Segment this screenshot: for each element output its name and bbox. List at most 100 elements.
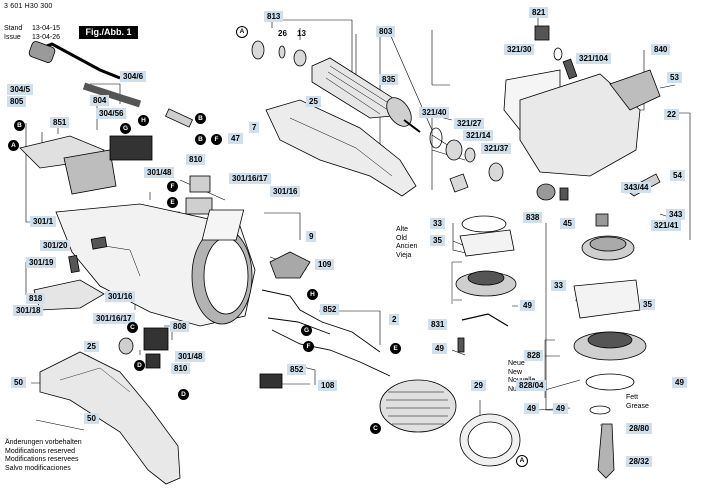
part-label: 54: [670, 170, 685, 181]
part-label: 304/56: [96, 108, 127, 119]
variant-old-line: Vieja: [396, 251, 412, 259]
callout-marker: D: [178, 389, 189, 400]
part-label: 28/32: [626, 456, 653, 467]
part-label: 26: [278, 29, 287, 38]
brush-holder-small-part: [145, 353, 161, 369]
part-label: 49: [432, 343, 447, 354]
part-label: 804: [90, 95, 110, 106]
callout-marker: E: [167, 197, 178, 208]
spindle-lock-part: [609, 69, 661, 111]
callout-marker: A: [8, 140, 19, 151]
part-label: 852: [287, 364, 307, 375]
variant-old-line: Ancien: [396, 243, 418, 250]
seal-part: [553, 47, 563, 61]
variant-new-line: New: [508, 368, 523, 376]
part-label: 109: [315, 259, 335, 270]
part-label: 828: [524, 350, 544, 361]
part-label: 343/44: [621, 182, 652, 193]
part-label: 321/41: [651, 220, 682, 231]
cover-109-part: [269, 251, 311, 279]
bearing-part: [251, 40, 265, 60]
document-number: 3 601 H30 300: [4, 3, 53, 10]
part-label: 321/104: [576, 53, 611, 64]
part-label: 49: [553, 403, 568, 414]
part-label: 835: [379, 74, 399, 85]
part-label: 840: [651, 44, 671, 55]
part-label: 321/40: [419, 107, 450, 118]
seal-ring-new-part: [585, 373, 635, 391]
gear-part: [536, 183, 556, 201]
callout-marker: H: [307, 289, 318, 300]
screw-part: [562, 58, 578, 80]
part-label: 301/16/17: [229, 173, 271, 184]
ring-old-part: [461, 215, 507, 233]
spring-old-part: [461, 313, 509, 327]
brush-part: [201, 209, 245, 241]
part-label: 50: [11, 377, 26, 388]
washer-part: [589, 405, 611, 415]
grease-line: Fett: [626, 394, 639, 401]
part-label: 47: [228, 133, 243, 144]
part-label: 301/19: [26, 257, 57, 268]
gear-head-part: [519, 73, 641, 177]
screw-49-part: [457, 337, 465, 353]
part-label: 301/20: [40, 240, 71, 251]
callout-marker: F: [303, 341, 314, 352]
variant-old-line: Alte: [396, 226, 409, 233]
part-label: 33: [430, 218, 445, 229]
bearing-part: [464, 147, 476, 163]
callout-marker: A: [516, 455, 528, 467]
part-label: 53: [667, 72, 682, 83]
part-label: 818: [26, 293, 46, 304]
callout-marker: E: [390, 343, 401, 354]
part-label: 35: [640, 299, 655, 310]
variant-old-line: Old: [396, 234, 407, 242]
part-label: 22: [664, 109, 679, 120]
power-cord-part: [28, 41, 194, 128]
callout-marker: C: [370, 423, 381, 434]
part-label: 45: [560, 218, 575, 229]
issue-date: 13-04-26: [32, 34, 61, 41]
spindle-part: [597, 423, 615, 479]
part-label: 301/16/17: [93, 313, 135, 324]
part-label: 301/16: [270, 186, 301, 197]
part-label: 810: [186, 154, 206, 165]
callout-marker: D: [134, 360, 145, 371]
disclaimer-line: Salvo modificaciones: [5, 464, 71, 472]
part-label: 808: [170, 321, 190, 332]
bearing-part: [445, 139, 463, 161]
callout-marker: B: [14, 120, 25, 131]
part-label: 301/16: [105, 291, 136, 302]
grease-line: Grease: [626, 402, 649, 410]
handle-part: [39, 351, 181, 485]
callout-marker: G: [301, 325, 312, 336]
part-label: 49: [520, 300, 535, 311]
part-label: 28/80: [626, 423, 653, 434]
callout-marker: F: [167, 181, 178, 192]
ring-part: [429, 127, 443, 149]
part-label: 49: [524, 403, 539, 414]
disclaimer-line: Modifications reservees: [5, 456, 79, 464]
disclaimer-line: Modifications reserved: [5, 447, 76, 455]
part-label: 108: [318, 380, 338, 391]
guard-part: [459, 413, 521, 467]
brush-holder-part: [449, 173, 469, 193]
switch-module-part: [19, 135, 213, 215]
part-label: 321/37: [481, 143, 512, 154]
screw-45-part: [559, 187, 569, 201]
part-label: 321/30: [504, 44, 535, 55]
part-label: 29: [471, 380, 486, 391]
ring-part: [278, 45, 286, 59]
part-label: 852: [320, 304, 340, 315]
plate-old-part: [459, 229, 515, 257]
part-label: 301/48: [175, 351, 206, 362]
motor-housing-part: [265, 99, 417, 197]
callout-marker: F: [211, 134, 222, 145]
callout-marker: G: [120, 123, 131, 134]
connector-part: [259, 373, 283, 389]
part-label: 301/48: [144, 167, 175, 178]
switch-small-part: [143, 327, 169, 351]
callout-marker: B: [195, 113, 206, 124]
part-label: 25: [84, 341, 99, 352]
